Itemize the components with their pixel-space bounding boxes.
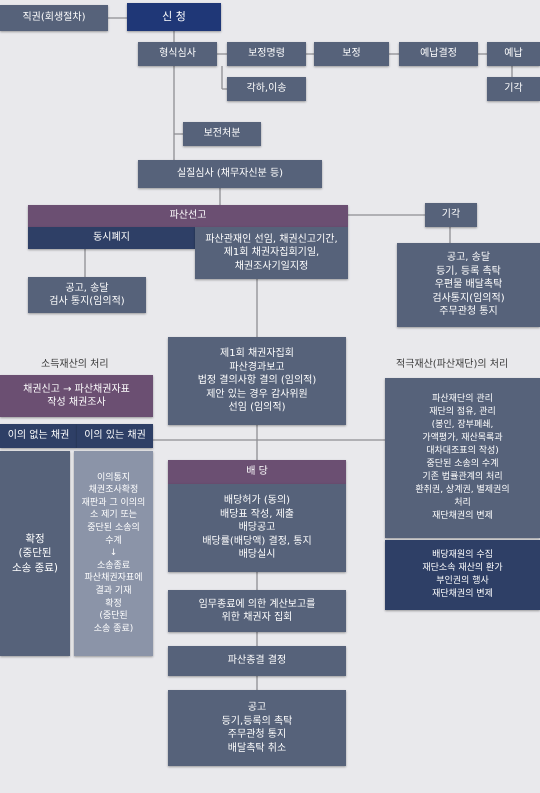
node-reject-top: 기각 <box>487 77 540 101</box>
node-estate-management: 파산재단의 관리 재단의 점유, 관리 (봉인, 장부폐쇄, 가액평가, 재산목… <box>385 378 540 538</box>
node-apply: 신 청 <box>127 3 221 31</box>
node-amend-order: 보정명령 <box>227 42 306 66</box>
node-bankruptcy-declaration: 파산선고 <box>28 205 348 227</box>
node-substantive-review: 실질심사 (채무자신분 등) <box>138 160 322 188</box>
node-trustee-appointment: 파산관재인 선임, 채권신고기간, 제1회 채권자집회기일, 채권조사기일지정 <box>195 227 348 279</box>
node-dividend-process: 배당허가 (동의) 배당표 작성, 제출 배당공고 배당률(배당액) 결정, 통… <box>168 484 346 572</box>
node-no-objection-claims: 이의 없는 채권 <box>0 424 77 448</box>
node-reject-mid: 기각 <box>425 203 477 227</box>
label-left-section: 소득재산의 처리 <box>41 359 109 370</box>
node-objection-claims: 이의 있는 채권 <box>77 424 153 448</box>
node-first-creditors-meeting: 제1회 채권자집회 파산경과보고 법정 결의사항 결의 (임의적) 제안 있는 … <box>168 337 346 425</box>
node-dismiss-transfer: 각하,이송 <box>227 77 306 101</box>
node-bankruptcy-termination: 파산종결 결정 <box>168 646 346 676</box>
node-final-report-meeting: 임무종료에 의한 계산보고를 위한 채권자 집회 <box>168 590 346 632</box>
label-right-section: 적극재산(파산재단)의 처리 <box>396 359 509 370</box>
node-notice-right: 공고, 송달 등기, 등록 촉탁 우편물 배달촉탁 검사통지(임의적) 주무관청… <box>397 243 540 327</box>
node-amend: 보정 <box>314 42 389 66</box>
node-formal-review: 형식심사 <box>138 42 217 66</box>
node-prepay-decision: 예납결정 <box>399 42 478 66</box>
node-final-notice: 공고 등기,등록의 촉탁 주무관청 통지 배달촉탁 취소 <box>168 690 346 766</box>
node-preservation: 보전처분 <box>183 122 261 146</box>
node-prepay: 예납 <box>487 42 540 66</box>
node-claims-registration: 채권신고 → 파산채권자표 작성 채권조사 <box>0 375 153 417</box>
node-rehab: 직권(회생절차) <box>0 5 108 31</box>
node-dividend-header: 배 당 <box>168 460 346 484</box>
node-notice-left: 공고, 송달 검사 통지(임의적) <box>28 277 146 313</box>
node-objection-process: 이의통지 채권조사확정 재판과 그 이의의 소 제기 또는 중단된 소송의 수계… <box>74 451 153 656</box>
node-claims-confirmed: 확정 (중단된 소송 종료) <box>0 451 70 656</box>
node-simultaneous-abolition: 동시폐지 <box>28 227 195 249</box>
node-estate-collection: 배당재원의 수집 재단소속 재산의 환가 부인권의 행사 재단채권의 변제 <box>385 540 540 610</box>
